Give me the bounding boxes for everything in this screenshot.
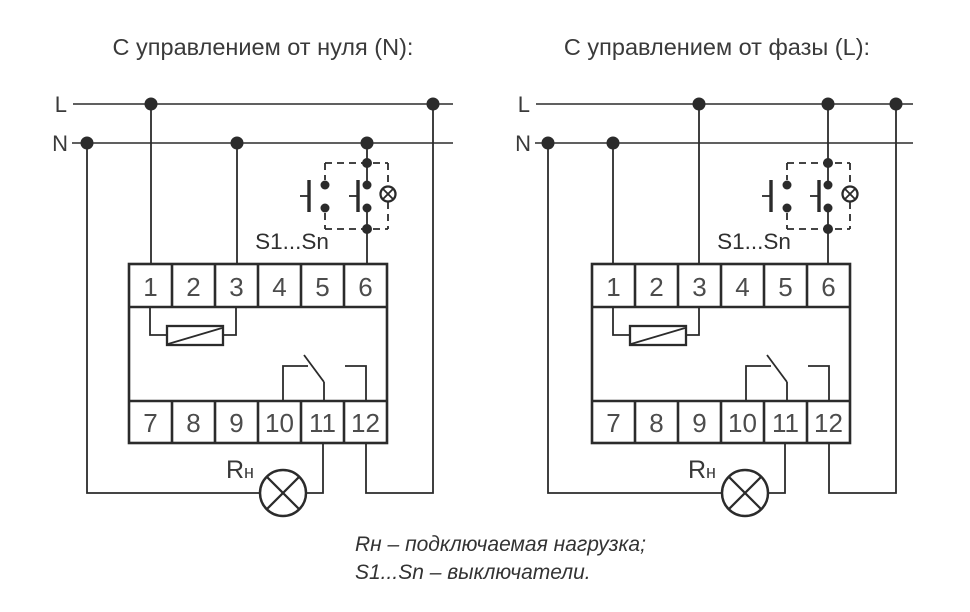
terminal-numbers-bottom: 7 8 9 10 11 12 (606, 408, 843, 438)
caption-line-switches: S1...Sn – выключатели. (355, 561, 591, 584)
terminal-number: 10 (728, 408, 757, 438)
relay-device-body: 1 2 3 4 5 6 7 8 9 10 11 12 (127, 262, 389, 445)
terminal-number: 12 (814, 408, 843, 438)
switch-group-label: S1...Sn (717, 229, 791, 254)
switch-group-box (762, 158, 859, 234)
terminal-numbers-bottom: 7 8 9 10 11 12 (143, 408, 380, 438)
terminal-number: 7 (143, 408, 157, 438)
diagram-control-from-neutral: С управлением от нуля (N): L N (52, 34, 453, 518)
terminal-number: 2 (649, 272, 663, 302)
switch-group-box (300, 158, 397, 234)
terminal-numbers-top: 1 2 3 4 5 6 (606, 272, 835, 302)
indicator-lamp-icon (841, 185, 859, 203)
terminal-number: 7 (606, 408, 620, 438)
pushbutton-switch-1 (762, 180, 792, 213)
terminal-number: 1 (143, 272, 157, 302)
terminal-number: 6 (358, 272, 372, 302)
neutral-bus-label: N (515, 131, 531, 156)
pushbutton-switch-1 (300, 180, 330, 213)
terminal-number: 4 (735, 272, 749, 302)
pushbutton-switch-2 (349, 180, 372, 213)
terminal-number: 4 (272, 272, 286, 302)
terminal-number: 6 (821, 272, 835, 302)
pushbutton-switch-2 (810, 180, 833, 213)
load-label-subscript: н (706, 462, 716, 482)
indicator-lamp-icon (379, 185, 397, 203)
neutral-bus-label: N (52, 131, 68, 156)
terminal-number: 1 (606, 272, 620, 302)
terminal-number: 9 (692, 408, 706, 438)
phase-bus-label: L (518, 92, 530, 117)
terminal-number: 10 (265, 408, 294, 438)
load-label: R (688, 456, 706, 484)
switch-group-label: S1...Sn (255, 229, 329, 254)
terminal-cell-dividers (633, 264, 809, 443)
wires (86, 104, 434, 494)
terminal-number: 3 (229, 272, 243, 302)
caption-line-load: Rн – подключаемая нагрузка; (355, 533, 646, 556)
junction-dots (541, 97, 903, 150)
terminal-numbers-top: 1 2 3 4 5 6 (143, 272, 372, 302)
legend-caption: Rн – подключаемая нагрузка; S1...Sn – вы… (355, 533, 646, 584)
terminal-number: 12 (351, 408, 380, 438)
terminal-number: 11 (309, 408, 336, 438)
terminal-number: 3 (692, 272, 706, 302)
relay-device-body: 1 2 3 4 5 6 7 8 9 10 11 12 (590, 262, 852, 445)
load-label-subscript: н (244, 462, 254, 482)
bus-lines (72, 103, 453, 144)
relay-contact (282, 354, 367, 401)
terminal-number: 2 (186, 272, 200, 302)
terminal-number: 9 (229, 408, 243, 438)
terminal-number: 8 (649, 408, 663, 438)
terminal-number: 11 (772, 408, 799, 438)
relay-coil (612, 307, 700, 347)
wires (547, 104, 897, 494)
load-label: R (226, 456, 244, 484)
relay-coil (149, 307, 237, 347)
terminal-number: 5 (778, 272, 792, 302)
diagram-title: С управлением от фазы (L): (564, 34, 870, 60)
load-lamp (720, 468, 770, 518)
terminal-cell-dividers (170, 264, 346, 443)
load-lamp (258, 468, 308, 518)
diagram-control-from-phase: С управлением от фазы (L): L N (515, 34, 913, 518)
relay-contact (745, 354, 830, 401)
phase-bus-label: L (55, 92, 67, 117)
terminal-number: 5 (315, 272, 329, 302)
bus-lines (535, 103, 913, 144)
junction-dots (80, 97, 440, 150)
diagram-title: С управлением от нуля (N): (113, 34, 414, 60)
terminal-number: 8 (186, 408, 200, 438)
